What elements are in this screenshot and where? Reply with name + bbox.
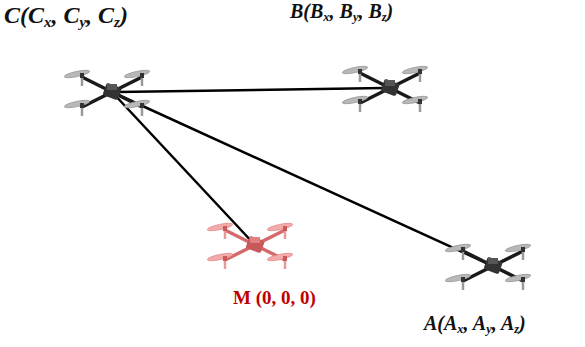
- motor: [140, 103, 144, 108]
- position-label: A(Ax, Ay, Az): [424, 312, 526, 337]
- drone-leg: [81, 107, 84, 116]
- link-line: [118, 95, 487, 264]
- drone-top: [250, 237, 260, 243]
- drone-leg: [81, 77, 84, 86]
- motor: [80, 103, 84, 108]
- propeller: [64, 99, 91, 109]
- drone-leg: [359, 73, 362, 82]
- propeller: [124, 99, 151, 109]
- drone-figure: [445, 243, 532, 290]
- propeller: [402, 65, 429, 75]
- motor: [461, 247, 465, 252]
- motor: [418, 99, 422, 104]
- drone-leg: [284, 230, 287, 239]
- propeller: [267, 252, 294, 262]
- drone-figure: [207, 222, 294, 269]
- drone-leg: [462, 281, 465, 290]
- drone-leg: [419, 103, 422, 112]
- drone-leg: [522, 251, 525, 260]
- drone-body: [483, 257, 502, 275]
- propeller: [402, 95, 429, 105]
- drone-leg: [224, 230, 227, 239]
- propeller: [207, 252, 234, 262]
- drone-leg: [224, 260, 227, 269]
- propeller: [64, 69, 91, 79]
- link-line: [118, 98, 250, 239]
- drone-leg: [522, 281, 525, 290]
- propeller: [445, 243, 472, 253]
- drone-node: A(Ax, Ay, Az): [448, 234, 538, 298]
- drone-icon: [210, 213, 300, 277]
- propeller: [505, 243, 532, 253]
- propeller: [342, 65, 369, 75]
- drone-node: C(Cx, Cy, Cz): [67, 60, 157, 124]
- drone-figure: [64, 69, 151, 116]
- position-label: M (0, 0, 0): [233, 288, 316, 309]
- drone-figure: [342, 65, 429, 112]
- motor: [521, 277, 525, 282]
- drone-leg: [141, 77, 144, 86]
- drone-node: B(Bx, By, Bz): [345, 56, 435, 120]
- drone-top: [385, 80, 395, 86]
- propeller: [445, 273, 472, 283]
- drone-leg: [462, 251, 465, 260]
- propeller: [342, 95, 369, 105]
- drone-leg: [419, 73, 422, 82]
- motor: [283, 256, 287, 261]
- motor: [461, 277, 465, 282]
- drone-leg: [141, 107, 144, 116]
- motor: [521, 247, 525, 252]
- motor: [358, 99, 362, 104]
- drone-body: [245, 236, 264, 254]
- motor: [283, 226, 287, 231]
- drone-leg: [359, 103, 362, 112]
- position-label: C(Cx, Cy, Cz): [4, 2, 128, 30]
- propeller: [267, 222, 294, 232]
- drone-top: [107, 84, 117, 90]
- motor: [418, 69, 422, 74]
- drone-icon: [67, 60, 157, 124]
- motor: [80, 73, 84, 78]
- motor: [223, 256, 227, 261]
- propeller: [124, 69, 151, 79]
- drone-body: [380, 79, 399, 97]
- drone-body: [102, 83, 121, 101]
- propeller: [505, 273, 532, 283]
- drone-icon: [345, 56, 435, 120]
- drone-icon: [448, 234, 538, 298]
- drone-node: M (0, 0, 0): [210, 213, 300, 277]
- position-label: B(Bx, By, Bz): [290, 0, 393, 25]
- motor: [140, 73, 144, 78]
- propeller: [207, 222, 234, 232]
- drone-leg: [284, 260, 287, 269]
- motor: [223, 226, 227, 231]
- drone-top: [488, 258, 498, 264]
- motor: [358, 69, 362, 74]
- link-line: [118, 88, 384, 92]
